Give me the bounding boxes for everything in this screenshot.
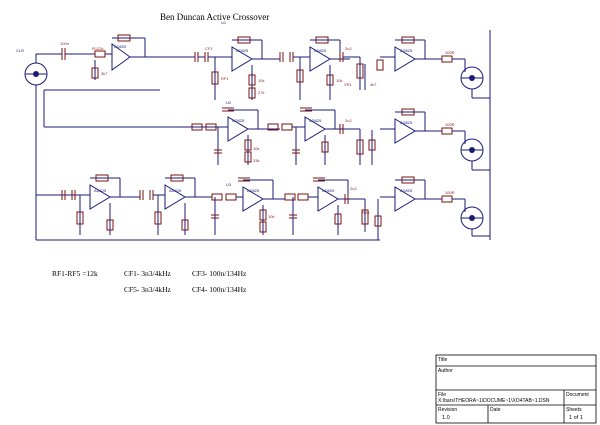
title-block xyxy=(435,354,597,424)
row1-r27k: 27k xyxy=(258,90,264,95)
tb-sheets-value: 1 of 1 xyxy=(569,415,583,421)
row3-rout: 100R xyxy=(445,190,455,195)
r1-value: 22k xyxy=(97,46,103,51)
input-jack-symbol xyxy=(24,54,48,86)
input-cap-value: 100n xyxy=(60,41,69,46)
row2-opamp-c: AD825 xyxy=(400,120,413,125)
tb-title-label: Title xyxy=(438,357,447,363)
tb-file-path: X:\bars\THEORA~1\DOCUME~1\XO4TAB~1.DSN xyxy=(438,398,550,404)
tb-revision-label: Revision xyxy=(438,407,457,413)
row1-cf-label: CF1 xyxy=(205,46,213,51)
tb-date-label: Date xyxy=(490,407,501,413)
input-label: CLR xyxy=(16,48,24,53)
row1-vr-label: VR1 xyxy=(344,82,353,87)
row2-filter-stage xyxy=(190,107,465,165)
row2-r33k: 33k xyxy=(253,158,259,163)
note-rf-values: RF1-RF5 =12k xyxy=(52,269,98,278)
input-capacitor xyxy=(36,48,85,60)
row3-opamp-a: AD825 xyxy=(94,188,107,193)
row2-c2u: 2u2 xyxy=(345,118,352,123)
output-jack-high xyxy=(460,30,491,240)
row1-vr-value: 4k7 xyxy=(370,82,377,87)
row3-u-label: U3 xyxy=(226,182,232,187)
note-cf4: CF4- 100n/134Hz xyxy=(192,285,247,294)
row3-opamp-b: AD825 xyxy=(169,188,182,193)
output-jack-mid xyxy=(460,131,490,171)
tb-file-label: File xyxy=(438,392,446,398)
row3-opamp-d: AD825 xyxy=(322,188,335,193)
row1-opamp-a: AD825 xyxy=(236,48,249,53)
row2-opamp-b: AD825 xyxy=(309,118,322,123)
row1-filter-stage xyxy=(150,36,465,100)
row2-r10k: 10k xyxy=(253,146,259,151)
note-cf5: CF5- 3n3/4kHz xyxy=(124,285,172,294)
row3-opamp-e: AD825 xyxy=(400,188,413,193)
row1-rout: 100R xyxy=(445,50,455,55)
row1-rf-label: RF1 xyxy=(221,76,229,81)
row2-opamp-a: AD825 xyxy=(232,118,245,123)
tb-author-label: Author xyxy=(438,368,453,374)
buffer-opamp-label: AD825 xyxy=(114,44,127,49)
row1-opamp-b: AD825 xyxy=(314,48,327,53)
row3-filter-stage xyxy=(60,174,465,240)
schematic-title: Ben Duncan Active Crossover xyxy=(160,12,269,22)
tb-revision-value: 1.0 xyxy=(442,415,450,421)
output-jack-low xyxy=(460,199,490,237)
row2-rout: 100R xyxy=(445,122,455,127)
row3-c2u: 2u2 xyxy=(350,186,357,191)
tb-document-label: Document xyxy=(566,392,589,398)
r1-label: R1 xyxy=(92,46,98,51)
row1-c2u: 2u2 xyxy=(345,46,352,51)
signal-bus xyxy=(35,85,380,241)
buffer-opamp-u1 xyxy=(85,34,150,80)
row1-opamp-c: AD825 xyxy=(400,48,413,53)
row3-r10k: 10k xyxy=(268,214,274,219)
r2-value: 3k7 xyxy=(101,71,108,76)
note-cf1: CF1- 3n3/4kHz xyxy=(124,269,172,278)
tb-sheets-label: Sheets xyxy=(566,407,582,413)
row1-r10k-b: 10k xyxy=(336,78,342,83)
row3-opamp-c: AD825 xyxy=(247,188,260,193)
row1-u-label: U1 xyxy=(221,20,227,25)
note-cf3: CF3- 100n/134Hz xyxy=(192,269,247,278)
row1-r10k: 10k xyxy=(258,78,264,83)
row2-u-label: U2 xyxy=(226,100,232,105)
row3-rvol: R40 xyxy=(362,210,370,215)
